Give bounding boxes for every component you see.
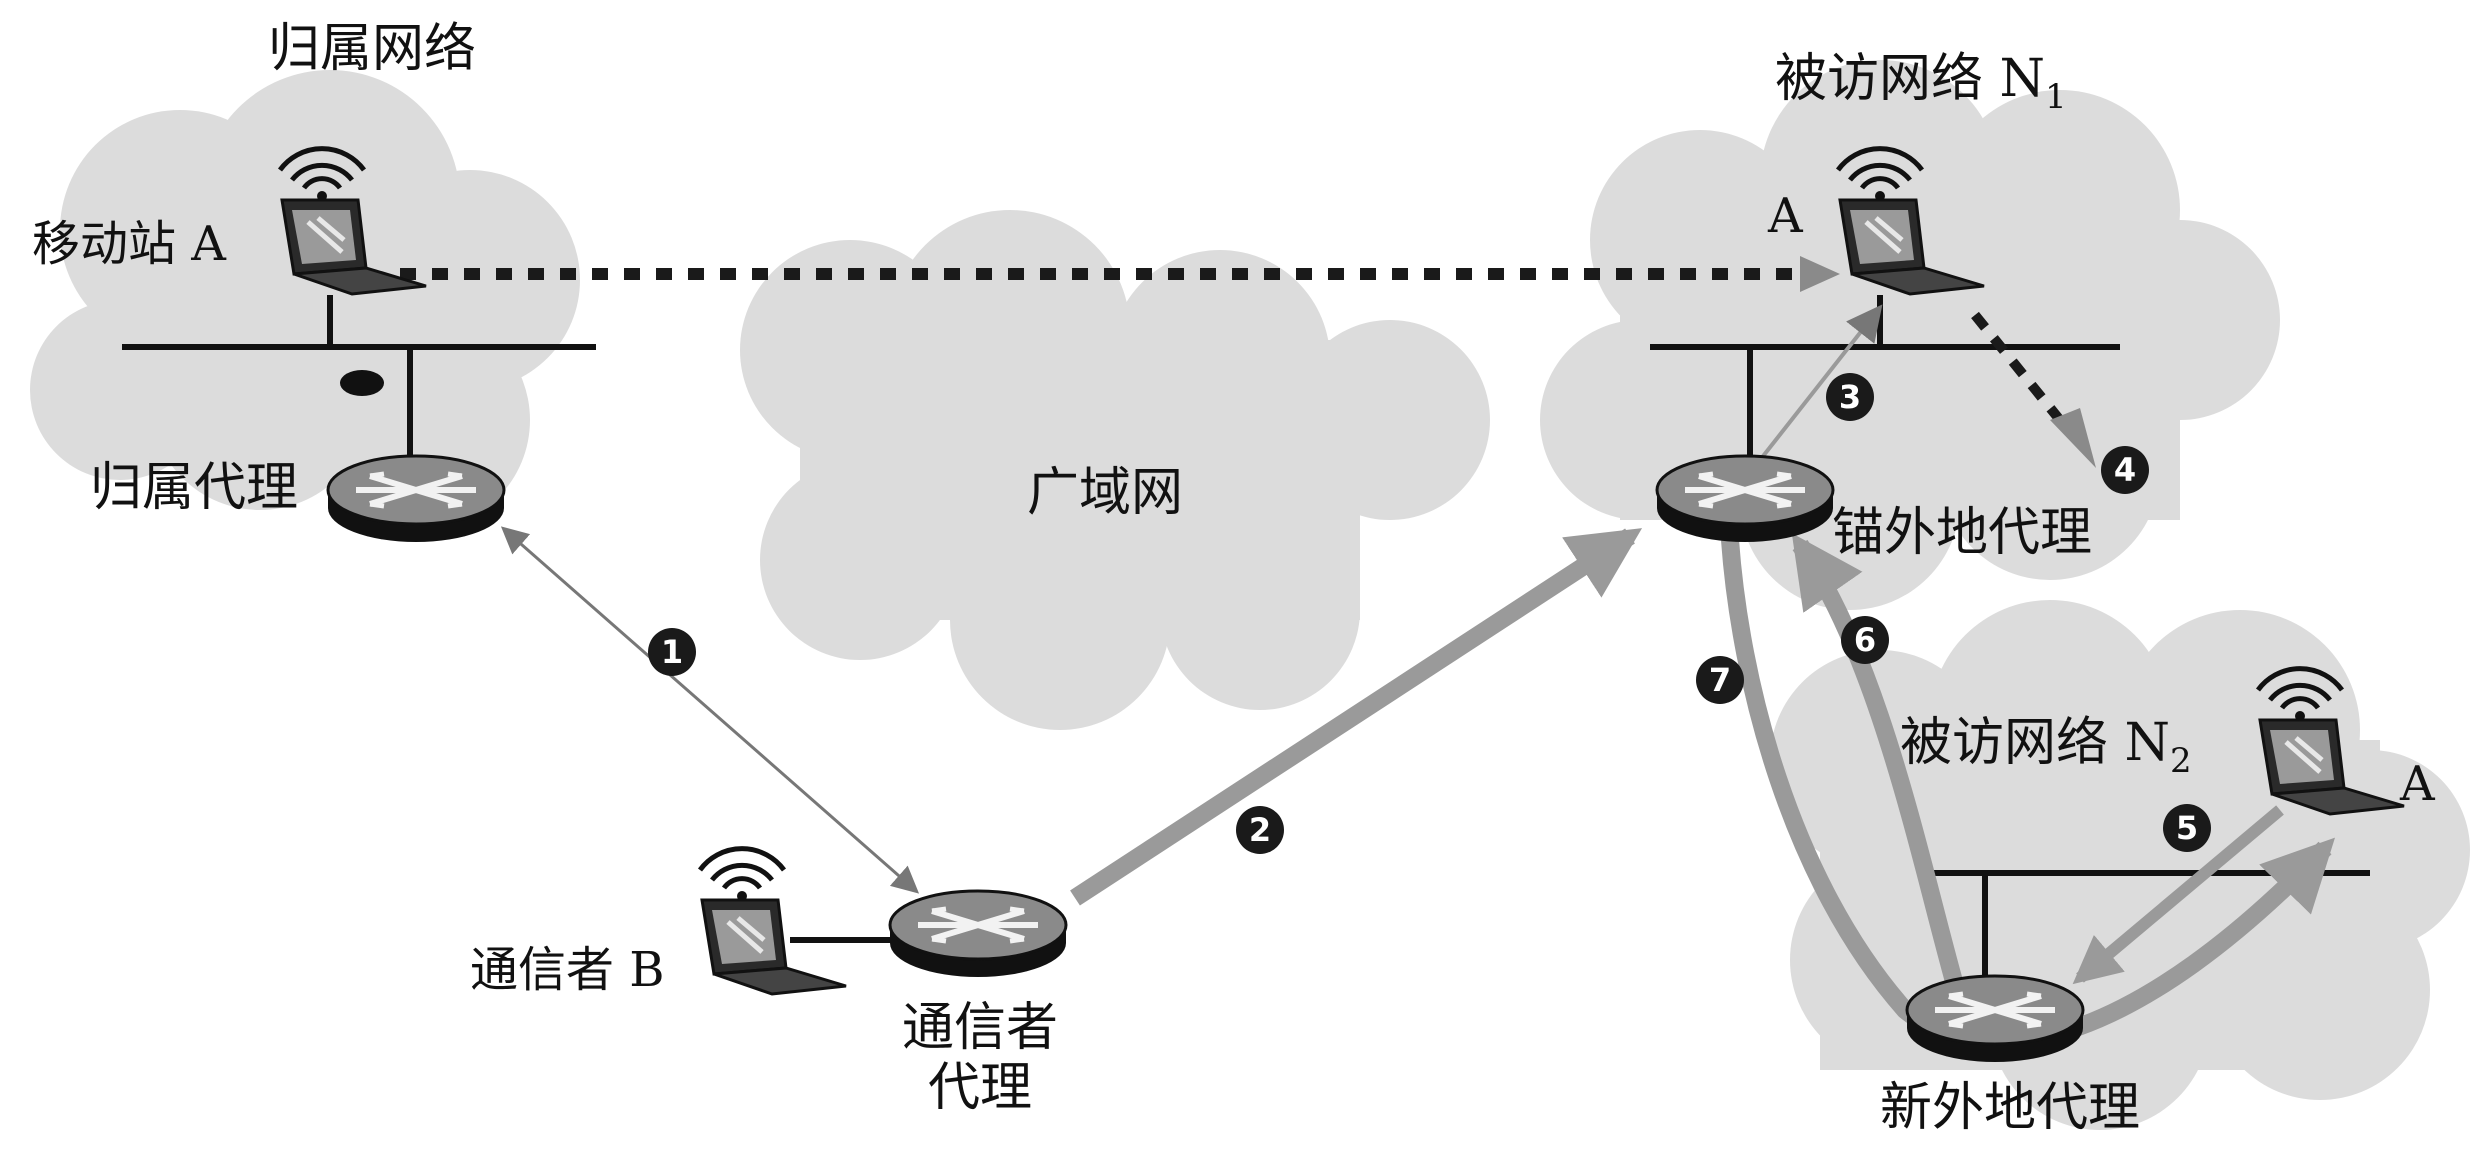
correspondent-b-label: 通信者 B: [470, 942, 665, 998]
step-3-arrow: [1758, 304, 1883, 462]
step-label-4: 4: [2114, 451, 2136, 489]
visited-network-n1-label: 被访网络 N1: [1775, 49, 2067, 117]
correspondent-agent-router-icon: [890, 891, 1066, 977]
anchor-foreign-agent-label: 锚外地代理: [1832, 503, 2092, 563]
home-foot-icon: [340, 370, 384, 396]
step-marker-1: 1: [648, 628, 696, 676]
visited-network-n2-label: 被访网络 N2: [1900, 713, 2192, 781]
step-1-arrow: [500, 526, 920, 894]
correspondent-b-laptop-icon: [700, 849, 846, 994]
step-marker-2: 2: [1236, 806, 1284, 854]
step-marker-3: 3: [1826, 373, 1874, 421]
home-agent-label: 归属代理: [90, 458, 298, 518]
mobile-a-n2-label: A: [2399, 756, 2436, 812]
new-foreign-agent-router-icon: [1907, 976, 2083, 1062]
step-marker-4: 4: [2101, 446, 2149, 494]
step-label-1: 1: [661, 633, 683, 671]
step-marker-7: 7: [1696, 656, 1744, 704]
step-2-arrow: [1070, 528, 1643, 906]
correspondent-agent-label-line2: 代理: [928, 1058, 1032, 1118]
new-foreign-agent-label: 新外地代理: [1880, 1078, 2140, 1138]
mobile-a-label: 移动站 A: [32, 216, 227, 272]
mobile-movement-arrowhead: [1800, 256, 1840, 292]
wide-area-network-cloud: [740, 210, 1490, 730]
step-label-7: 7: [1709, 661, 1731, 699]
step-5-arrow: [2072, 805, 2284, 985]
step-label-2: 2: [1249, 811, 1271, 849]
wide-area-network-label: 广域网: [1027, 463, 1183, 523]
step-label-5: 5: [2176, 809, 2198, 847]
step-marker-5: 5: [2163, 804, 2211, 852]
step-4-arrowhead: [2050, 408, 2096, 468]
mobile-a-n1-label: A: [1767, 188, 1804, 244]
step-7-arrow: [1721, 539, 2335, 1052]
step-marker-6: 6: [1841, 616, 1889, 664]
anchor-foreign-agent-router-icon: [1657, 456, 1833, 542]
step-label-3: 3: [1839, 378, 1861, 416]
home-network-label: 归属网络: [268, 19, 476, 79]
step-label-6: 6: [1854, 621, 1876, 659]
step-6-arrow: [1791, 533, 1964, 988]
home-lan: [122, 295, 596, 470]
step-4-path: [1971, 311, 2072, 434]
correspondent-agent-label-line1: 通信者: [902, 998, 1058, 1058]
home-agent-router-icon: [328, 456, 504, 542]
